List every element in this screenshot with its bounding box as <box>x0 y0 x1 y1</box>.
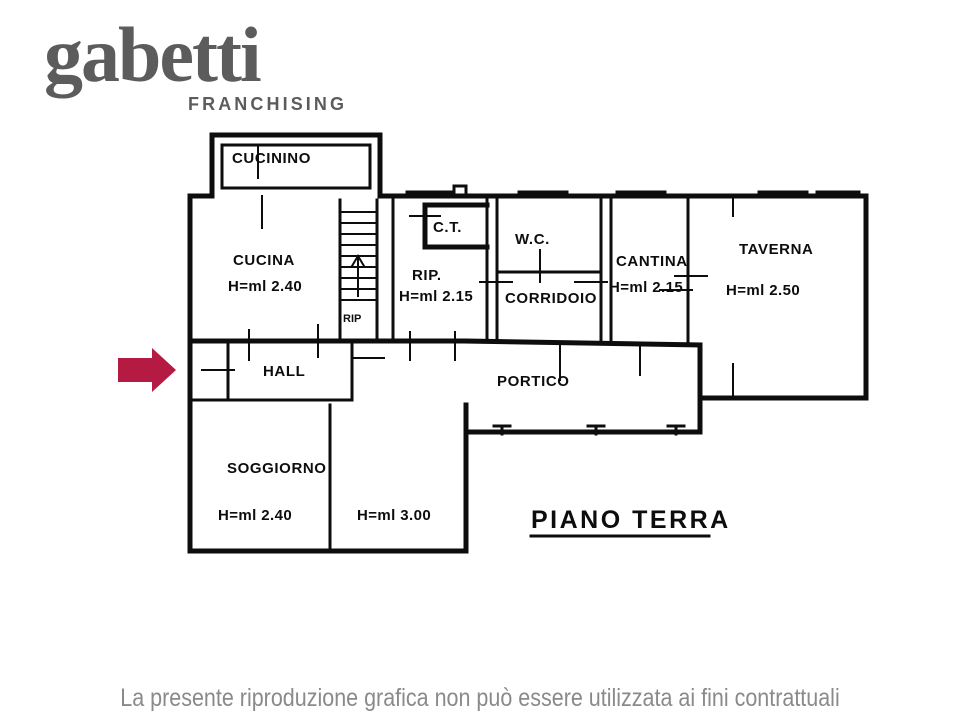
logo-wordmark: gabetti <box>44 11 262 98</box>
plan-title-group: PIANO TERRA <box>529 506 731 538</box>
red-arrow-icon <box>118 348 176 392</box>
room-label-soggiorno: SOGGIORNO <box>227 460 327 477</box>
room-height-cantina: H=ml 2.15 <box>609 279 683 296</box>
plan-outer-walls <box>187 132 869 554</box>
logo-tagline: FRANCHISING <box>188 94 348 114</box>
room-label-cucinino: CUCININO <box>232 150 311 167</box>
gabetti-logo: gabetti FRANCHISING <box>40 11 344 115</box>
room-label-cantina: CANTINA <box>616 253 688 270</box>
room-labels: CUCININO CUCINA H=ml 2.40 C.T. RIP. H=ml… <box>218 150 813 524</box>
stair-label: RIP <box>343 313 361 325</box>
disclaimer-caption: La presente riproduzione grafica non può… <box>120 684 840 712</box>
room-label-corridoio: CORRIDOIO <box>505 290 597 307</box>
room-height-soggiorno: H=ml 2.40 <box>218 507 292 524</box>
plan-openings <box>188 144 861 554</box>
plan-title: PIANO TERRA <box>531 506 731 534</box>
room-label-hall: HALL <box>263 363 305 380</box>
floor-plan-drawing: .w { stroke:#0d0d0d; stroke-width:5; fil… <box>118 132 869 554</box>
room-label-rip: RIP. <box>412 267 442 284</box>
room-height-taverna: H=ml 2.50 <box>726 282 800 299</box>
room-height-cucina: H=ml 2.40 <box>228 278 302 295</box>
room-label-ct: C.T. <box>433 219 462 236</box>
room-height-rip: H=ml 2.15 <box>399 288 473 305</box>
room-label-portico: PORTICO <box>497 373 570 390</box>
plan-interior-walls-upper <box>187 198 703 348</box>
room-height-room300: H=ml 3.00 <box>357 507 431 524</box>
room-label-cucina: CUCINA <box>233 252 295 269</box>
room-label-wc: W.C. <box>515 231 550 248</box>
room-label-taverna: TAVERNA <box>739 241 813 258</box>
entrance-arrow-marker <box>118 348 176 392</box>
staircase: RIP <box>341 211 376 325</box>
floor-plan-svg: .w { stroke:#0d0d0d; stroke-width:5; fil… <box>118 132 869 554</box>
